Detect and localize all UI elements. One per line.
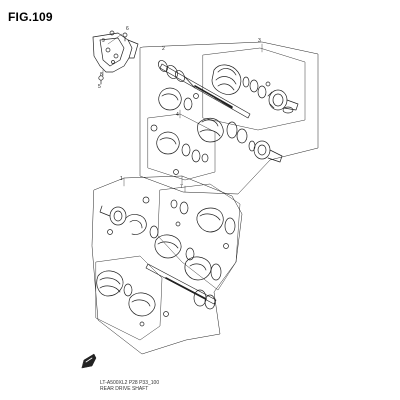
lower-left-joint xyxy=(99,205,159,239)
upper-left-lower-boot xyxy=(156,131,209,163)
callout-9: 9 xyxy=(102,38,105,44)
callout-1: 1 xyxy=(120,176,123,182)
callout-numbers: 1 2 3 4 5 6 7 8 9 xyxy=(98,26,261,190)
callout-2: 2 xyxy=(162,46,165,52)
upper-inner-frame-left xyxy=(147,113,216,181)
leader-lines xyxy=(102,33,263,193)
figure-title: FIG.109 xyxy=(8,10,53,24)
upper-inner-frame-right xyxy=(202,47,306,131)
upper-drive-shaft xyxy=(158,60,251,119)
direction-arrow-icon xyxy=(81,353,97,369)
upper-small-clips xyxy=(150,81,271,175)
callout-3: 3 xyxy=(258,38,261,44)
upper-right-joint xyxy=(267,89,299,114)
model-code: LT-A500XL2 P28 P33_100 xyxy=(100,380,160,386)
lower-drive-shaft xyxy=(145,263,217,310)
lower-inner-frame-left xyxy=(95,255,163,341)
lower-middle-boot xyxy=(154,234,222,281)
lower-small-clips xyxy=(107,196,229,327)
bracket-bolts xyxy=(98,30,128,85)
upper-outer-frame xyxy=(139,41,319,195)
callout-5: 5 xyxy=(98,84,101,90)
upper-right-boot xyxy=(211,64,267,99)
upper-mid-boot xyxy=(197,117,248,144)
part-name: REAR DRIVE SHAFT xyxy=(100,386,149,392)
callout-8: 8 xyxy=(100,72,103,78)
upper-mid-joint xyxy=(248,140,283,163)
callout-6: 6 xyxy=(126,26,129,32)
lower-left-boot xyxy=(96,270,156,317)
lower-inner-frame-right xyxy=(157,183,241,291)
upper-left-boot xyxy=(158,87,193,111)
callout-7: 7 xyxy=(180,184,183,190)
callout-4: 4 xyxy=(176,112,179,118)
lower-right-boot xyxy=(170,199,236,235)
